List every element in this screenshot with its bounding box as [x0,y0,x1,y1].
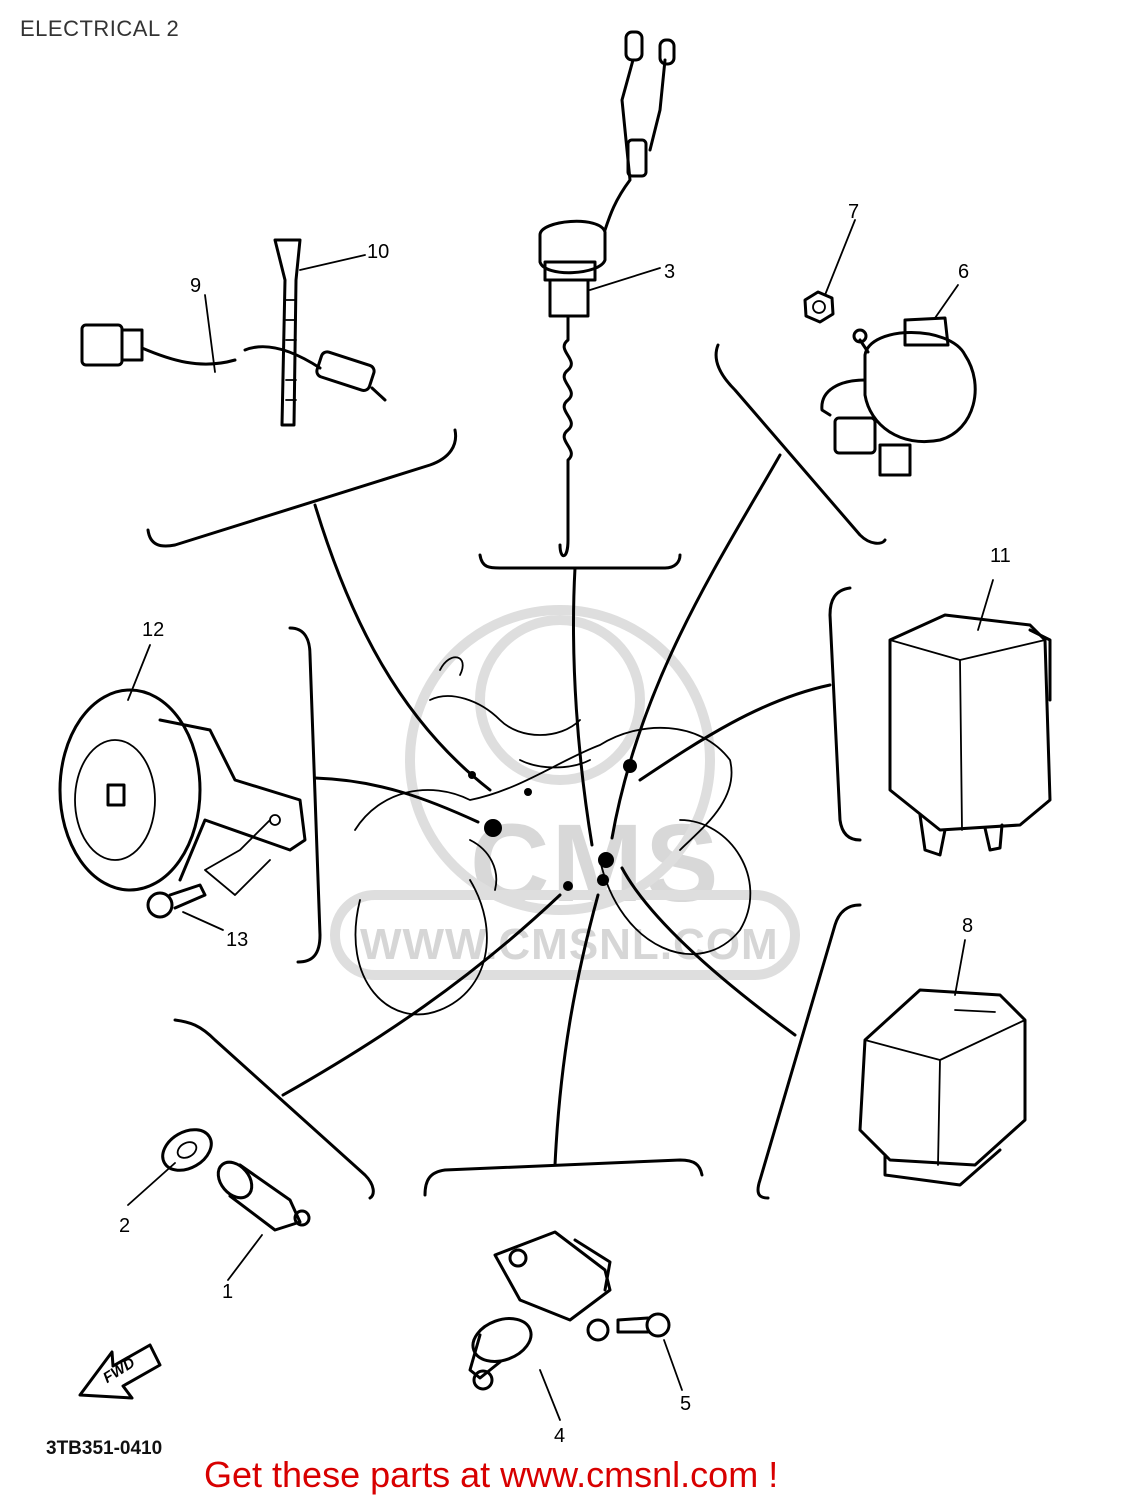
part-label-10[interactable]: 10 [367,241,389,263]
part-label-9[interactable]: 9 [190,275,201,297]
part-label-12[interactable]: 12 [142,619,164,641]
switch-part-1 [216,1160,311,1232]
part-label-2[interactable]: 2 [119,1215,130,1237]
group-brackets [146,343,887,1200]
horn-part-12 [58,688,307,892]
screw-part-5 [616,1312,671,1338]
promo-link[interactable]: Get these parts at www.cmsnl.com ! [204,1454,779,1495]
sensor-harness-part-9 [80,323,387,402]
part-label-3[interactable]: 3 [664,261,675,283]
drawing-code: 3TB351-0410 [46,1438,163,1459]
relay-part-11 [888,613,1052,857]
part-label-6[interactable]: 6 [958,261,969,283]
part-label-7[interactable]: 7 [848,201,859,223]
starter-relay-part-6 [820,316,977,477]
part-label-8[interactable]: 8 [962,915,973,937]
part-label-13[interactable]: 13 [226,929,248,951]
watermark-url: WWW.CMSNL.COM [360,920,779,969]
relay-part-8 [858,988,1027,1187]
forward-arrow-icon [78,1343,162,1400]
cable-tie-part-10 [273,238,302,427]
washer-part-2 [161,1128,213,1172]
diagram-title: ELECTRICAL 2 [20,16,180,41]
switch-cable-part-3 [538,30,676,558]
bolt-part-13 [146,819,271,919]
part-label-11[interactable]: 11 [990,545,1011,567]
callout-leaders [127,219,994,1421]
part-label-1[interactable]: 1 [222,1281,233,1303]
nut-part-7 [803,290,835,324]
leader-lines [281,453,832,1167]
part-label-4[interactable]: 4 [554,1425,565,1447]
part-label-5[interactable]: 5 [680,1393,691,1415]
motorcycle-outline [354,656,752,1016]
watermark-emblem [330,605,800,980]
switch-part-4 [468,1230,612,1391]
